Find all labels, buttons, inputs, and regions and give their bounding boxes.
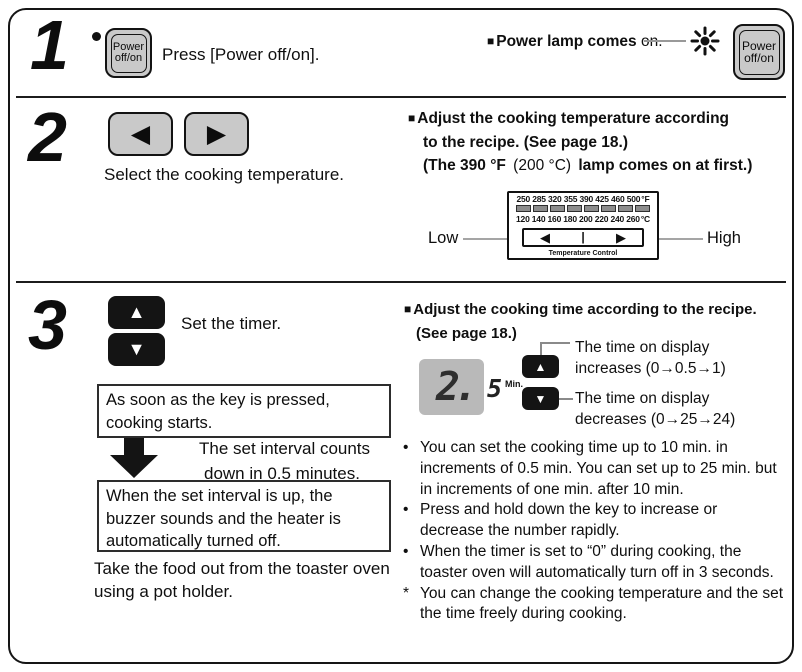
down-triangle-icon: ▼ [127,339,146,359]
power-off-on-button[interactable]: Power off/on [105,28,152,78]
square-marker-icon: ■ [404,302,412,316]
low-label: Low [428,229,459,247]
step-3-number: 3 [28,286,67,364]
cooking-starts-note: As soon as the key is pressed, cooking s… [97,384,391,438]
timer-display: 2. [419,359,484,415]
fahrenheit-scale: 250 285 320 355 390 425 460 500°F [516,194,650,204]
lamp-connector-line [644,40,686,42]
power-button-label: Power off/on [738,29,780,75]
timer-tips-list: • You can set the cooking time up to 10 … [403,438,785,625]
step-1-number: 1 [30,6,69,84]
celsius-scale: 120 140 160 180 200 220 240 260°C [516,213,650,224]
square-marker-icon: ■ [487,34,495,48]
power-lamp-note: ■Power lamp comes on. [487,33,663,50]
temperature-control-buttons: ◀ | ▶ [522,227,644,247]
right-triangle-icon[interactable]: ▶ [615,229,626,245]
square-marker-icon: ■ [408,111,416,125]
temp-lamp-indicator [567,205,582,212]
temperature-note: ■Adjust the cooking temperature accordin… [408,110,753,174]
timer-down-button[interactable]: ▼ [108,333,165,366]
timer-up-button[interactable]: ▲ [108,296,165,329]
temp-lamp-indicator [516,205,531,212]
power-button-label: Power off/on [110,33,147,73]
high-label: High [707,229,741,247]
temperature-down-button[interactable]: ◀ [108,112,173,156]
page-border [8,8,794,664]
step-2-number: 2 [28,98,67,176]
right-triangle-icon: ▶ [206,119,227,148]
power-lamp-icon [690,26,720,56]
asterisk-icon: * [403,584,410,602]
step-3-instruction: Set the timer. [181,314,282,333]
interval-note: The set interval counts down in 0.5 minu… [199,439,371,483]
low-connector-line [463,238,507,240]
bullet-icon: • [403,542,409,560]
temp-lamp-indicator [618,205,633,212]
decrease-note: The time on display decreases (0→25→24) [575,390,736,428]
temp-lamp-indicator [601,205,616,212]
down-block-arrow-icon [110,438,158,478]
temp-lamp-indicator [550,205,565,212]
bullet-icon: • [403,501,409,519]
increase-note: The time on display increases (0→0.5→1) [575,339,726,377]
step-2-instruction: Select the cooking temperature. [104,165,345,184]
up-triangle-icon: ▲ [534,359,547,374]
bullet-icon: • [403,439,409,456]
temp-lamp-indicator [635,205,650,212]
temperature-up-button[interactable]: ▶ [184,112,249,156]
temperature-lamp-row [515,205,651,212]
interval-up-note: When the set interval is up, the buzzer … [97,480,391,552]
temp-lamp-indicator [533,205,548,212]
temperature-control-label: Temperature Control [548,249,618,257]
remove-food-note: Take the food out from the toaster oven … [94,559,390,601]
section-divider-2 [16,281,786,283]
list-item: * You can change the cooking temperature… [403,584,785,626]
increase-connector-vline [540,342,542,356]
timer-half-digit: 5 [487,374,503,403]
list-item: • Press and hold down the key to increas… [403,500,785,542]
bullet-dot [92,32,101,41]
timer-increase-button[interactable]: ▲ [522,355,559,378]
cooking-time-note: ■Adjust the cooking time according to th… [404,301,757,342]
minutes-unit-label: Min. [505,379,523,389]
list-item: • You can set the cooking time up to 10 … [403,438,785,500]
power-off-on-button-indicator[interactable]: Power off/on [733,24,785,80]
decrease-connector-line [559,398,573,400]
increase-connector-hline [540,342,570,344]
down-triangle-icon: ▼ [534,391,547,406]
list-item: • When the timer is set to “0” during co… [403,542,785,584]
timer-decrease-button[interactable]: ▼ [522,387,559,410]
step-1-instruction: Press [Power off/on]. [162,45,320,64]
timer-digit: 2. [435,364,478,410]
separator-bar: | [581,230,585,244]
up-triangle-icon: ▲ [127,302,146,322]
left-triangle-icon[interactable]: ◀ [540,229,550,245]
temperature-control-panel: 250 285 320 355 390 425 460 500°F 120 14… [507,191,659,260]
left-triangle-icon: ◀ [130,119,151,148]
section-divider-1 [16,96,786,98]
high-connector-line [659,238,703,240]
temp-lamp-indicator [584,205,599,212]
